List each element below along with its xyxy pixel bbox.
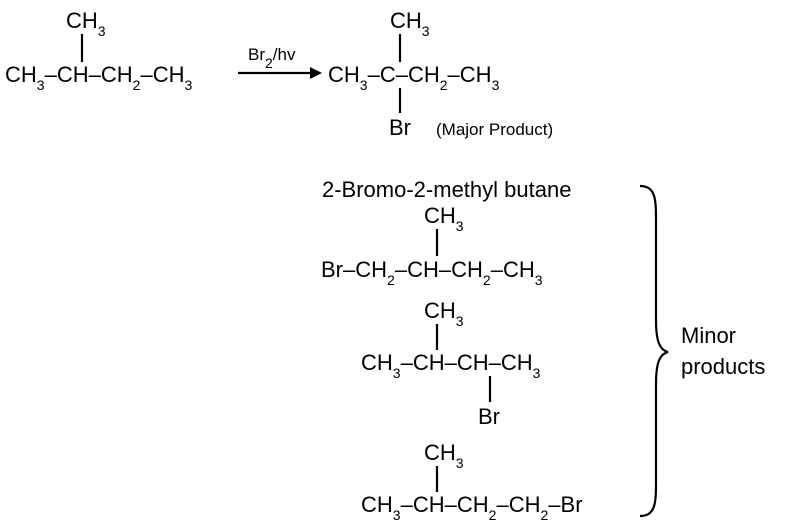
minor-product-2: CH3 CH3–CH–CH–CH3 Br: [361, 298, 541, 429]
reactant-branch-methyl: CH3: [66, 8, 106, 39]
formula: CH3: [501, 350, 541, 381]
minor3-branch-methyl: CH3: [424, 440, 464, 471]
formula: CH: [413, 492, 445, 517]
formula: CH3: [424, 203, 464, 234]
formula: CH3: [460, 62, 500, 93]
formula: CH2: [451, 257, 491, 288]
reaction-arrow: Br2/hv: [238, 45, 322, 79]
formula: CH3: [424, 298, 464, 329]
formula: CH3: [328, 62, 368, 93]
reactant-chain: CH3–CH–CH2–CH3: [5, 62, 192, 93]
formula: CH3: [390, 8, 430, 39]
minor2-branch-methyl: CH3: [424, 298, 464, 329]
formula: CH3: [424, 440, 464, 471]
minor-products-brace: [639, 184, 669, 518]
formula: CH3: [66, 8, 106, 39]
formula: CH2: [355, 257, 395, 288]
minor1-branch-methyl: CH3: [424, 203, 464, 234]
reactant-structure: CH3 CH3–CH–CH2–CH3: [5, 8, 192, 93]
major-product-structure: CH3 CH3–C–CH2–CH3 Br (Major Product) 2-B…: [322, 8, 571, 202]
formula: Br2/hv: [248, 45, 296, 71]
formula: CH3: [5, 62, 45, 93]
minor2-chain: CH3–CH–CH–CH3: [361, 350, 541, 381]
minor2-bromine: Br: [478, 404, 500, 429]
formula: CH: [457, 350, 489, 375]
minor1-chain: Br–CH2–CH–CH2–CH3: [321, 257, 543, 288]
minor-product-1: CH3 Br–CH2–CH–CH2–CH3: [321, 203, 543, 288]
minor3-chain: CH3–CH–CH2–CH2–Br: [361, 492, 583, 523]
minor-product-3: CH3 CH3–CH–CH2–CH2–Br: [361, 440, 583, 523]
formula: CH3: [503, 257, 543, 288]
major-branch-methyl: CH3: [390, 8, 430, 39]
major-chain: CH3–C–CH2–CH3: [328, 62, 500, 93]
formula: CH3: [153, 62, 193, 93]
formula: CH: [413, 350, 445, 375]
formula: CH2: [408, 62, 448, 93]
formula: CH3: [361, 350, 401, 381]
formula: Br: [561, 492, 583, 517]
formula: Br: [321, 257, 343, 282]
major-product-note: (Major Product): [436, 120, 553, 139]
formula: CH2: [509, 492, 549, 523]
reagent-label: Br2/hv: [248, 45, 296, 71]
major-product-name: 2-Bromo-2-methyl butane: [322, 177, 571, 202]
minor-products-label-line1: Minor: [681, 323, 736, 348]
major-bromine: Br: [389, 115, 411, 140]
formula: C: [380, 62, 396, 87]
formula: CH2: [457, 492, 497, 523]
arrow-head: [310, 67, 322, 79]
formula: CH2: [101, 62, 141, 93]
minor-products-label-line2: products: [681, 354, 765, 379]
formula: CH: [57, 62, 89, 87]
formula: CH: [407, 257, 439, 282]
formula: CH3: [361, 492, 401, 523]
